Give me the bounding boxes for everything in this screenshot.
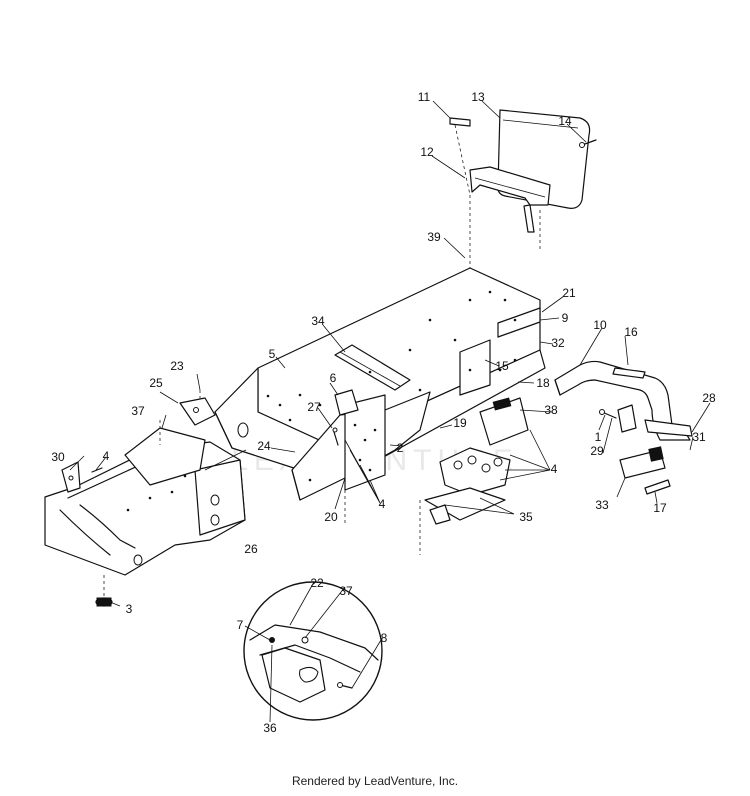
callout-8: 8: [380, 631, 388, 645]
callout-31: 31: [692, 430, 706, 444]
callout-12: 12: [420, 145, 434, 159]
pivot-plate-part: [617, 404, 637, 433]
callout-37-b: 37: [339, 584, 353, 598]
callout-9: 9: [561, 311, 569, 325]
decal-strip-part: [612, 367, 646, 379]
callout-26: 26: [244, 542, 258, 556]
callout-27: 27: [307, 400, 321, 414]
side-bracket-part: [332, 389, 359, 446]
callout-4-c: 4: [378, 497, 386, 511]
callout-36: 36: [263, 721, 277, 735]
upper-floor-plate-part: [124, 427, 206, 486]
clip-bracket-part: [179, 397, 216, 426]
callout-11: 11: [417, 90, 431, 104]
callout-39: 39: [427, 230, 441, 244]
lower-plate-part: [424, 487, 506, 525]
callout-19: 19: [453, 416, 467, 430]
callout-21: 21: [562, 286, 576, 300]
pivot-bolt-part: [599, 409, 617, 419]
callout-37-a: 37: [131, 404, 145, 418]
callout-25: 25: [149, 376, 163, 390]
callout-28: 28: [702, 391, 716, 405]
callout-30: 30: [51, 450, 65, 464]
handle-end-part: [644, 419, 693, 437]
callout-23: 23: [170, 359, 184, 373]
seat-bolt-part: [579, 139, 597, 148]
hinge-part: [61, 461, 81, 493]
screw-part: [91, 467, 103, 473]
callout-7: 7: [236, 618, 244, 632]
seat-pad-part: [449, 117, 471, 127]
front-frame-part: [291, 391, 431, 501]
callout-16: 16: [624, 325, 638, 339]
callout-38: 38: [544, 403, 558, 417]
callout-14: 14: [558, 114, 572, 128]
leader-lines: [69, 100, 711, 723]
callout-3: 3: [125, 602, 133, 616]
callout-18: 18: [536, 376, 550, 390]
callout-34: 34: [311, 314, 325, 328]
callout-24: 24: [257, 439, 271, 453]
callout-4-b: 4: [550, 462, 558, 476]
callout-20: 20: [324, 510, 338, 524]
callout-33: 33: [595, 498, 609, 512]
control-bracket-part: [479, 397, 529, 446]
front-footrest-part: [44, 441, 246, 576]
seat-bracket-part: [469, 166, 551, 233]
knob-part: [95, 597, 113, 607]
callout-17: 17: [653, 501, 667, 515]
mount-plate-part: [439, 447, 511, 496]
callout-32: 32: [551, 336, 565, 350]
callout-2: 2: [396, 441, 404, 455]
callout-22: 22: [310, 576, 324, 590]
callout-6: 6: [329, 371, 337, 385]
grip-decal-part: [644, 479, 671, 495]
callout-29: 29: [590, 444, 604, 458]
callout-15: 15: [495, 359, 509, 373]
grip-part: [619, 446, 666, 479]
callout-35: 35: [519, 510, 533, 524]
callout-4-a: 4: [102, 449, 110, 463]
callout-1: 1: [594, 430, 602, 444]
detail-view-circle: [243, 581, 383, 721]
callout-5: 5: [268, 347, 276, 361]
footer-credit: Rendered by LeadVenture, Inc.: [291, 774, 459, 788]
callout-13: 13: [471, 90, 485, 104]
callout-10: 10: [593, 318, 607, 332]
